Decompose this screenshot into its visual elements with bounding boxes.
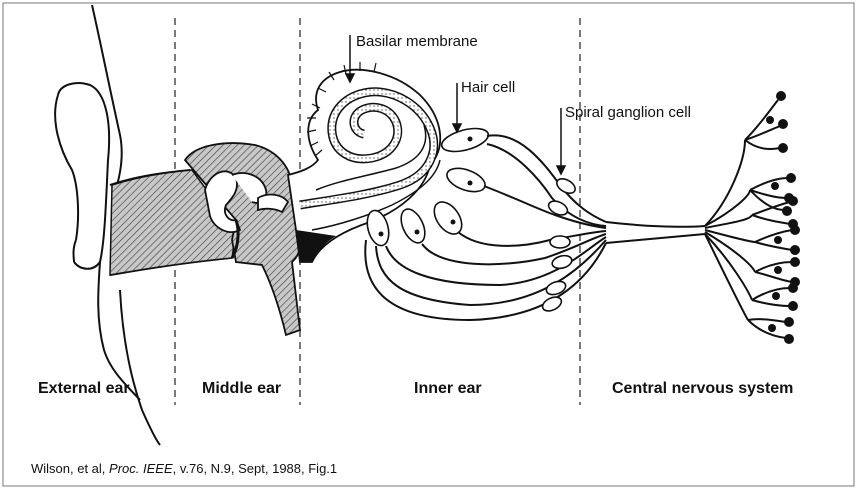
- section-inner-ear: Inner ear: [414, 380, 482, 397]
- section-central-nervous-system: Central nervous system: [612, 380, 793, 397]
- figure-caption: Wilson, et al, Proc. IEEE, v.76, N.9, Se…: [31, 461, 337, 476]
- basilar-membrane-label: Basilar membrane: [356, 33, 478, 50]
- cns-branches: [705, 100, 792, 338]
- hair-cell-2: [444, 164, 488, 196]
- section-external-ear: External ear: [38, 380, 130, 397]
- section-middle-ear: Middle ear: [202, 380, 281, 397]
- caption-authors: Wilson, et al,: [31, 461, 105, 476]
- stapes-icon: [258, 195, 288, 212]
- caption-journal: Proc. IEEE: [109, 461, 173, 476]
- hair-cell-4: [396, 205, 429, 246]
- hair-cell-3: [429, 197, 468, 239]
- spiral-ganglion-cell-label: Spiral ganglion cell: [565, 104, 691, 121]
- caption-details: , v.76, N.9, Sept, 1988, Fig.1: [173, 461, 338, 476]
- auditory-nerve-trunk: [606, 222, 705, 243]
- spiral-ganglion-cells: [540, 176, 577, 314]
- hair-cell-1: [439, 124, 491, 156]
- hair-cell-label: Hair cell: [461, 79, 515, 96]
